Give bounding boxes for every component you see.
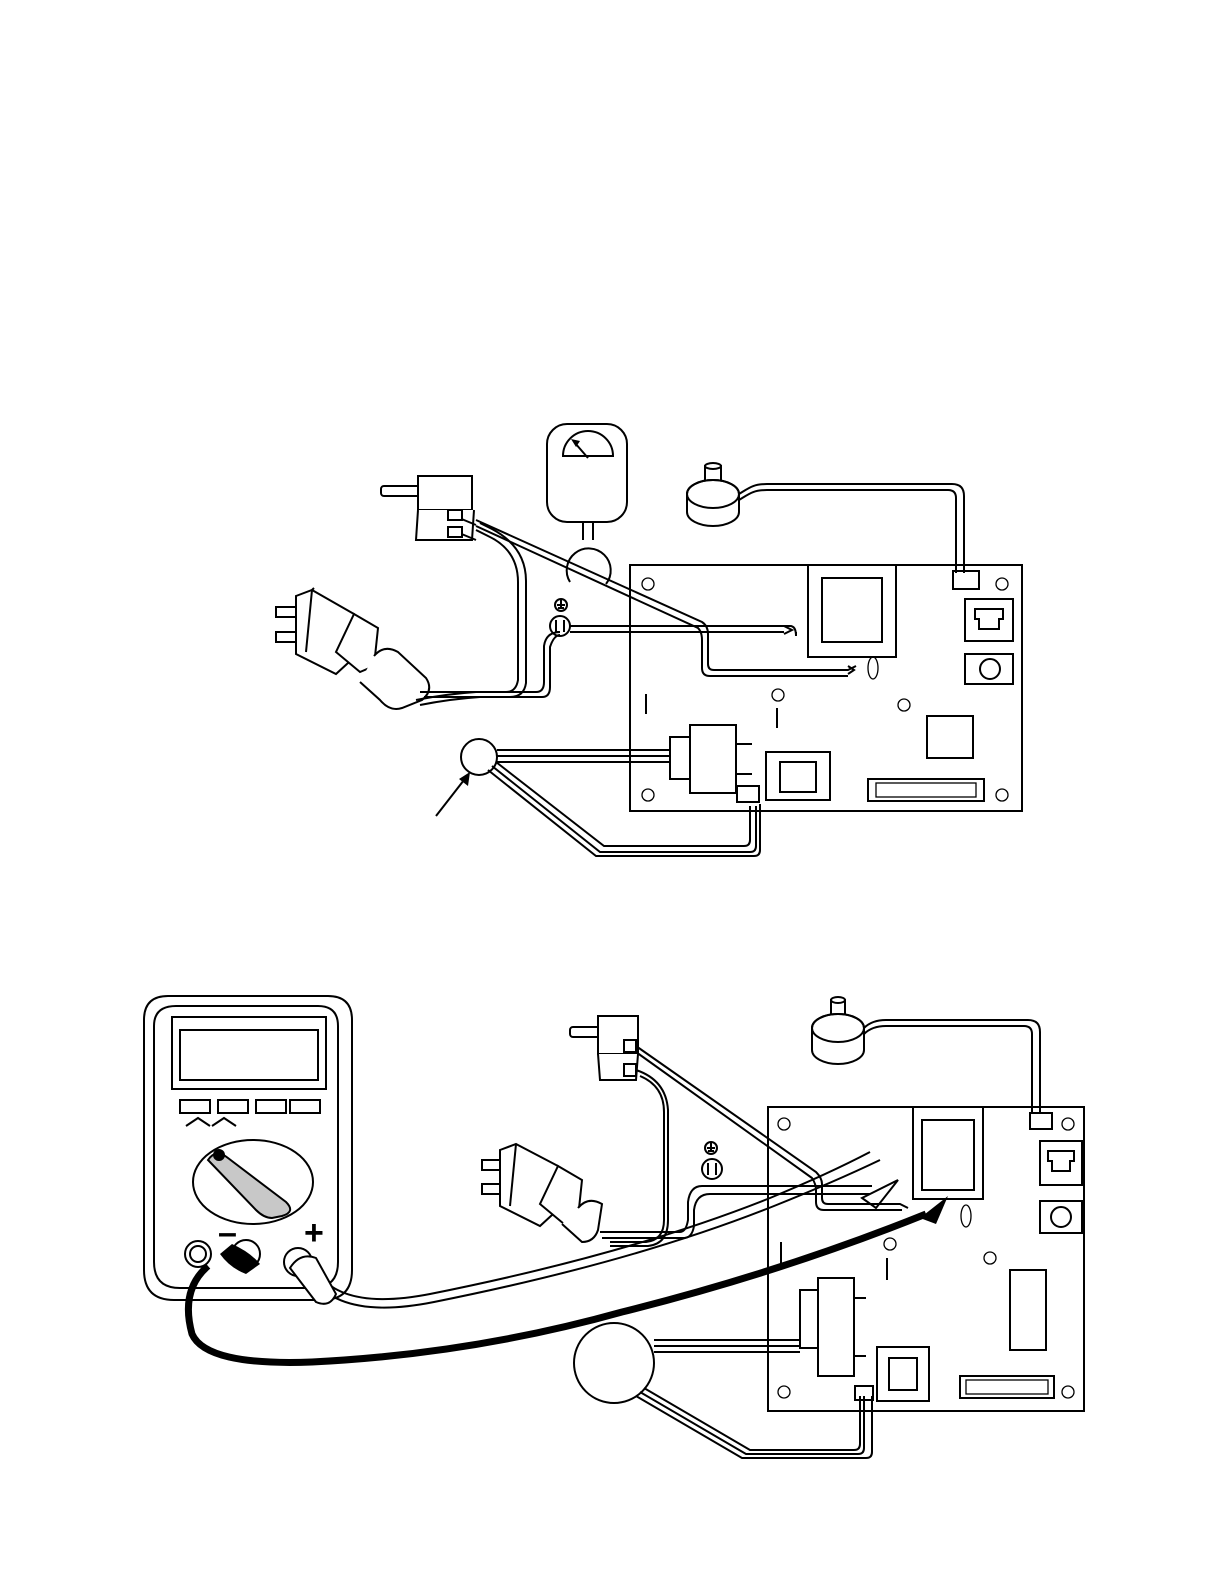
power-cord-plug [482, 1144, 602, 1242]
ground-screw [702, 1142, 722, 1179]
meter-buttons [180, 1100, 320, 1113]
control-board [768, 1107, 1084, 1411]
potentiometer [687, 463, 739, 526]
toggle-switch [381, 476, 476, 540]
positive-label: + [304, 1214, 324, 1252]
timer-dial [547, 424, 627, 584]
ac-symbol-icon [186, 1118, 236, 1126]
figure-1 [276, 424, 1022, 856]
potentiometer [812, 997, 864, 1064]
com-jack [185, 1241, 211, 1267]
ground-screw [550, 599, 570, 636]
figure-2: – + [144, 996, 1084, 1458]
power-cord-plug [276, 588, 429, 709]
control-board [630, 565, 1022, 811]
toggle-switch [570, 1016, 638, 1080]
